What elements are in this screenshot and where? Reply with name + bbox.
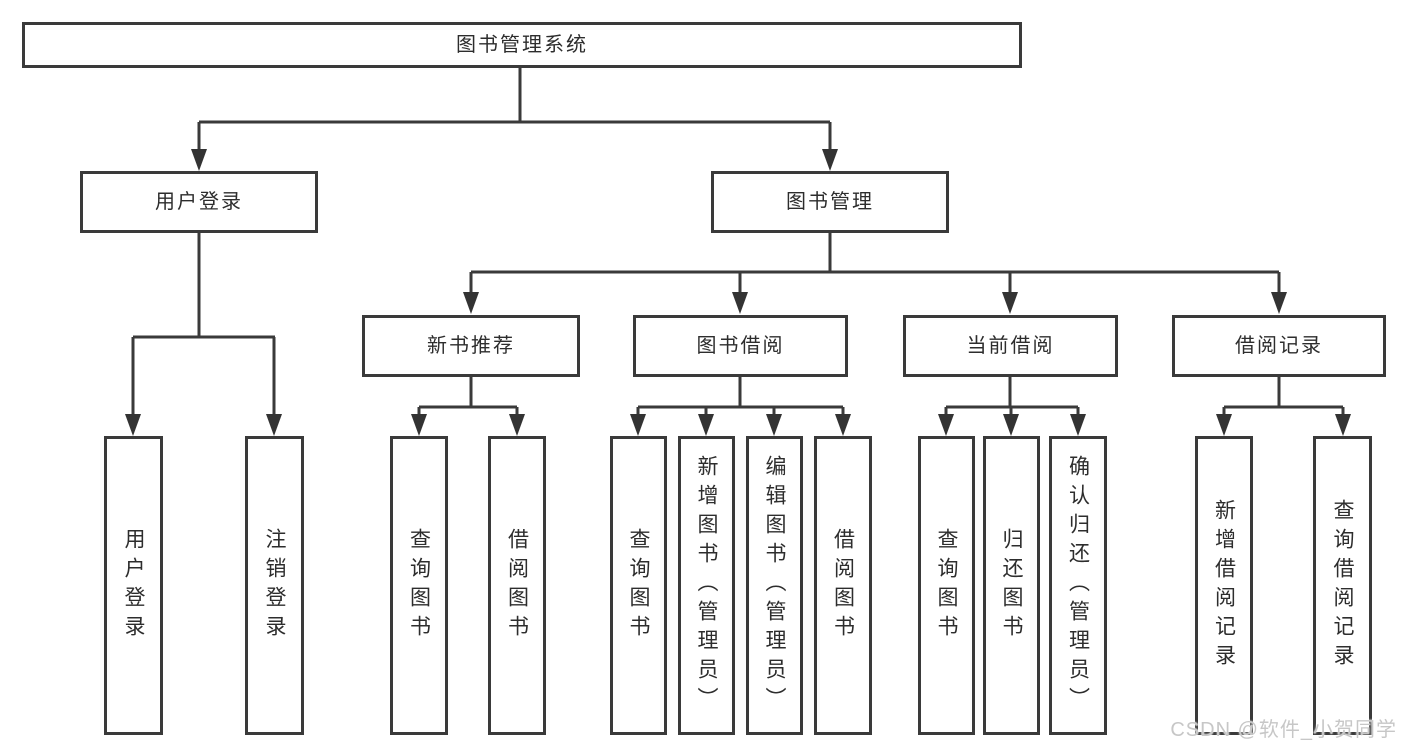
node-user-login: 用户登录 [80,171,318,233]
node-leaf-return-book: 归还图书 [983,436,1040,735]
node-book-borrowing: 图书借阅 [633,315,848,377]
node-borrow-records: 借阅记录 [1172,315,1386,377]
node-leaf-user-login: 用户登录 [104,436,163,735]
node-leaf-confirm-return-admin: 确认归还（管理员） [1049,436,1107,735]
csdn-watermark: CSDN @软件_小贺同学 [1170,719,1397,741]
node-new-book-recommend: 新书推荐 [362,315,580,377]
node-leaf-newbook-query-book: 查询图书 [390,436,448,735]
node-current-borrowing: 当前借阅 [903,315,1118,377]
node-leaf-borrowing-query-book: 查询图书 [610,436,667,735]
node-leaf-logout: 注销登录 [245,436,304,735]
node-leaf-query-borrow-record: 查询借阅记录 [1313,436,1372,735]
node-root-library-system: 图书管理系统 [22,22,1022,68]
node-leaf-newbook-borrow-book: 借阅图书 [488,436,546,735]
node-leaf-add-borrow-record: 新增借阅记录 [1195,436,1253,735]
node-leaf-borrowing-borrow-book: 借阅图书 [814,436,872,735]
node-leaf-edit-book-admin: 编辑图书（管理员） [746,436,803,735]
node-leaf-current-query-book: 查询图书 [918,436,975,735]
node-leaf-add-book-admin: 新增图书（管理员） [678,436,735,735]
node-book-management: 图书管理 [711,171,949,233]
arrowhead-icons [125,149,1351,436]
